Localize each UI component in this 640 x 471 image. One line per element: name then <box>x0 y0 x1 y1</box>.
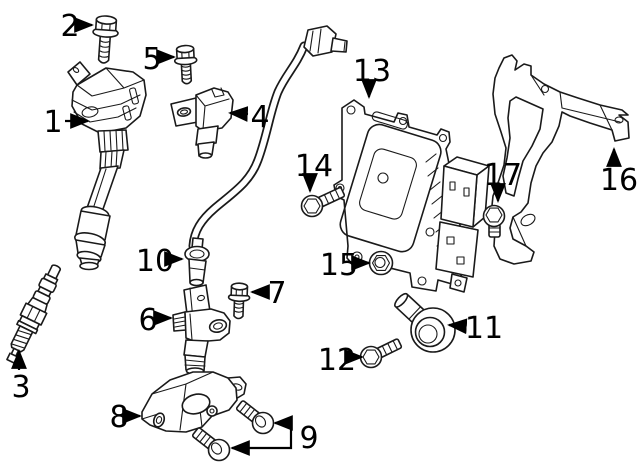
bolt-12 <box>359 338 403 369</box>
callout-label-17: 17 <box>484 158 522 193</box>
bolt-7 <box>227 282 251 320</box>
callout-label-4: 4 <box>250 100 269 135</box>
mounting-bracket <box>141 371 247 433</box>
vacuum-hose <box>188 25 348 251</box>
callout-label-6: 6 <box>138 303 157 338</box>
callout-arrow-9 <box>230 415 293 456</box>
callout-arrow-11 <box>447 318 468 335</box>
bolt-14 <box>300 186 346 218</box>
callout-label-10: 10 <box>136 244 174 279</box>
bolt-17 <box>482 204 506 238</box>
callout-label-7: 7 <box>267 276 286 311</box>
callout-label-8: 8 <box>109 400 128 435</box>
callout-label-13: 13 <box>353 54 391 89</box>
spark-plug <box>6 264 62 364</box>
ecm-bracket <box>490 54 630 265</box>
ignition-coil <box>67 61 147 271</box>
callout-label-9: 9 <box>299 421 318 456</box>
bolt-2 <box>92 15 119 64</box>
bolt-9-lower <box>191 427 231 462</box>
camshaft-sensor-upper <box>170 87 234 159</box>
callout-label-3: 3 <box>11 370 30 405</box>
callout-label-15: 15 <box>320 248 358 283</box>
camshaft-sensor-lower <box>172 284 231 375</box>
bolt-5 <box>173 44 198 85</box>
bolt-9-upper <box>235 400 275 435</box>
callout-arrow-4 <box>228 106 249 122</box>
callout-label-1: 1 <box>43 105 62 140</box>
knock-sensor <box>394 292 456 353</box>
callout-label-2: 2 <box>60 9 79 44</box>
callout-label-5: 5 <box>142 42 161 77</box>
callout-label-11: 11 <box>465 311 503 346</box>
nut-15 <box>368 250 394 276</box>
callout-label-16: 16 <box>600 163 638 198</box>
callout-label-12: 12 <box>318 343 356 378</box>
hose-end-connector <box>184 237 210 287</box>
callout-label-14: 14 <box>295 149 333 184</box>
